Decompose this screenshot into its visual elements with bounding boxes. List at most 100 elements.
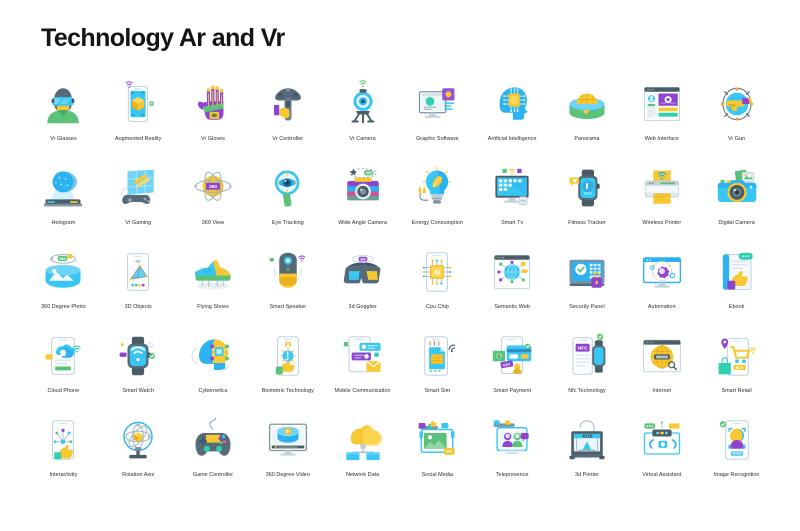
eye-tracking-icon bbox=[260, 160, 316, 216]
icon-cell-vr-controller[interactable]: Vr Controller bbox=[250, 76, 325, 160]
icon-cell-360-degree-photo[interactable]: 360 360 Degree Photo bbox=[26, 244, 101, 328]
icon-cell-energy-consumption[interactable]: Energy Consumption bbox=[400, 160, 475, 244]
icon-cell-hologram[interactable]: Hologram bbox=[26, 160, 101, 244]
icon-cell-virtual-assistant[interactable]: Virtual Assistant bbox=[624, 412, 699, 496]
smart-sim-icon bbox=[409, 328, 465, 384]
icon-label: Graphic Software bbox=[416, 136, 459, 142]
icon-cell-game-controller[interactable]: Game Controller bbox=[176, 412, 251, 496]
icon-cell-image-recognition[interactable]: SCAN Image Recognition bbox=[699, 412, 774, 496]
svg-text:360: 360 bbox=[360, 257, 366, 261]
svg-text:360: 360 bbox=[365, 171, 371, 175]
icon-cell-cybernetics[interactable]: Cybernetics bbox=[176, 328, 251, 412]
vr-controller-icon bbox=[260, 76, 316, 132]
icon-cell-semantic-web[interactable]: Semantic Web bbox=[475, 244, 550, 328]
icon-cell-wireless-printer[interactable]: Wireless Printer bbox=[624, 160, 699, 244]
icon-label: Artificial Intelligence bbox=[487, 136, 537, 142]
cloud-phone-icon bbox=[35, 328, 91, 384]
icon-cell-security-panel[interactable]: Security Panel bbox=[550, 244, 625, 328]
svg-text:BUY: BUY bbox=[735, 366, 744, 370]
icon-label: Biometric Technology bbox=[261, 388, 314, 394]
graphic-software-icon bbox=[409, 76, 465, 132]
icon-label: Vr Gaming bbox=[125, 220, 152, 226]
game-controller-icon bbox=[185, 412, 241, 468]
icon-cell-360-degree-video[interactable]: 360 Degree Video bbox=[250, 412, 325, 496]
semantic-web-icon bbox=[484, 244, 540, 300]
smart-tv-icon bbox=[484, 160, 540, 216]
icon-cell-smart-tv[interactable]: Smart Tv bbox=[475, 160, 550, 244]
security-panel-icon bbox=[559, 244, 615, 300]
icon-label: Automation bbox=[647, 304, 676, 310]
icon-cell-digital-camera[interactable]: Digital Camera bbox=[699, 160, 774, 244]
icon-label: Smart Tv bbox=[501, 220, 524, 226]
icon-label: Flying Shoes bbox=[197, 304, 229, 310]
svg-text:SCAN: SCAN bbox=[732, 452, 742, 456]
icon-cell-graphic-software[interactable]: Graphic Software bbox=[400, 76, 475, 160]
icon-label: Rotation Axis bbox=[122, 472, 155, 478]
icon-label: 3d Printer bbox=[575, 472, 599, 478]
icon-label: Internet bbox=[652, 388, 672, 394]
icon-label: Cybernetics bbox=[198, 388, 228, 394]
icon-cell-automation[interactable]: Automation bbox=[624, 244, 699, 328]
icon-label: Vr Gun bbox=[727, 136, 746, 142]
icon-cell-vr-gaming[interactable]: Vr Gaming bbox=[101, 160, 176, 244]
icon-label: Interactivity bbox=[49, 472, 78, 478]
icon-cell-smart-speaker[interactable]: Smart Speaker bbox=[250, 244, 325, 328]
svg-text:NFC: NFC bbox=[578, 346, 589, 352]
icon-cell-vr-gun[interactable]: Vr Gun bbox=[699, 76, 774, 160]
icon-label: Semantic Web bbox=[494, 304, 530, 310]
icon-cell-artificial-intelligence[interactable]: Artificial Intelligence bbox=[475, 76, 550, 160]
icon-cell-eye-tracking[interactable]: Eye Tracking bbox=[250, 160, 325, 244]
icon-label: Smart Watch bbox=[122, 388, 154, 394]
360-degree-photo-icon: 360 bbox=[35, 244, 91, 300]
icon-label: Panorama bbox=[574, 136, 600, 142]
icon-cell-smart-sim[interactable]: Smart Sim bbox=[400, 328, 475, 412]
icon-cell-social-media[interactable]: Social Media bbox=[400, 412, 475, 496]
icon-cell-interactivity[interactable]: Interactivity bbox=[26, 412, 101, 496]
icon-cell-3d-objects[interactable]: 3D 3D Objects bbox=[101, 244, 176, 328]
icon-label: Digital Camera bbox=[718, 220, 755, 226]
icon-cell-ebook[interactable]: Ebook bbox=[699, 244, 774, 328]
icon-cell-mobile-communication[interactable]: Mobile Communication bbox=[325, 328, 400, 412]
icon-cell-biometric-technology[interactable]: Biometric Technology bbox=[250, 328, 325, 412]
icon-label: Vr Glasses bbox=[50, 136, 77, 142]
icon-cell-vr-camera[interactable]: Vr Camera bbox=[325, 76, 400, 160]
icon-label: Smart Sim bbox=[424, 388, 451, 394]
social-media-icon bbox=[409, 412, 465, 468]
icon-cell-vr-gloves[interactable]: Vr Gloves bbox=[176, 76, 251, 160]
icon-cell-smart-watch[interactable]: Smart Watch bbox=[101, 328, 176, 412]
svg-text:3D: 3D bbox=[136, 258, 141, 263]
icon-label: Augmented Reality bbox=[114, 136, 162, 142]
icon-cell-panorama[interactable]: Panorama bbox=[550, 76, 625, 160]
icon-label: Image Recognition bbox=[713, 472, 760, 478]
icon-cell-vr-glasses[interactable]: Vr Glasses bbox=[26, 76, 101, 160]
icon-cell-3d-printer[interactable]: 3d Printer bbox=[550, 412, 625, 496]
icon-cell-cloud-phone[interactable]: Cloud Phone bbox=[26, 328, 101, 412]
icon-cell-telepresence[interactable]: Telepresence bbox=[475, 412, 550, 496]
icon-cell-smart-retail[interactable]: BUY Smart Retail bbox=[699, 328, 774, 412]
icon-label: Nfc Technology bbox=[568, 388, 606, 394]
icon-cell-network-data[interactable]: Network Data bbox=[325, 412, 400, 496]
telepresence-icon bbox=[484, 412, 540, 468]
icon-label: Hologram bbox=[51, 220, 76, 226]
icon-label: Game Controller bbox=[192, 472, 234, 478]
icon-label: 3D Objects bbox=[124, 304, 152, 310]
augmented-reality-icon bbox=[110, 76, 166, 132]
smart-speaker-icon bbox=[260, 244, 316, 300]
360-view-icon: 360 bbox=[185, 160, 241, 216]
icon-cell-nfc-technology[interactable]: NFC Nfc Technology bbox=[550, 328, 625, 412]
icon-cell-augmented-reality[interactable]: Augmented Reality bbox=[101, 76, 176, 160]
icon-cell-flying-shoes[interactable]: Flying Shoes bbox=[176, 244, 251, 328]
icon-label: Smart Retail bbox=[721, 388, 752, 394]
icon-cell-rotation-axis[interactable]: Rotation Axis bbox=[101, 412, 176, 496]
icon-label: 360 Degree Photo bbox=[41, 304, 86, 310]
icon-label: Virtual Assistant bbox=[642, 472, 682, 478]
icon-label: Fitness Tracker bbox=[568, 220, 606, 226]
icon-cell-web-interface[interactable]: Web Interface bbox=[624, 76, 699, 160]
